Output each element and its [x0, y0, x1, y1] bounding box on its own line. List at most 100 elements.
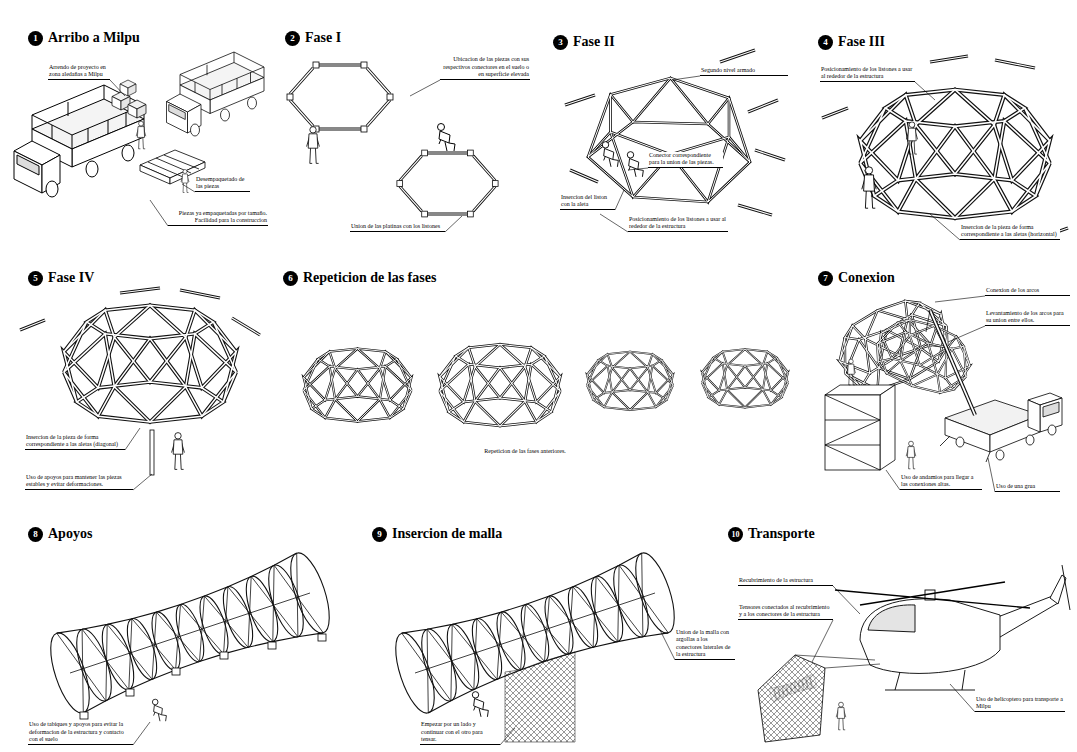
drawing-use — [136, 121, 146, 149]
drawing-rect — [126, 689, 134, 696]
callout-number: 7 — [818, 271, 833, 286]
drawing-use — [287, 62, 393, 132]
drawing-path — [445, 216, 462, 232]
drawing-polygon — [945, 418, 990, 452]
annotation-note: Uso de andamios para llegar a las conexi… — [900, 474, 982, 490]
step-heading: 8Apoyos — [28, 526, 92, 542]
drawing-path — [926, 310, 930, 332]
support-scene — [43, 549, 337, 722]
drawing-polygon — [140, 165, 170, 184]
drawing-use — [860, 90, 1050, 218]
drawing-g — [835, 565, 1070, 690]
drawing-use — [702, 349, 788, 407]
drawing-path — [940, 436, 990, 462]
drawing-rect — [150, 430, 154, 475]
drawing-use — [14, 85, 144, 197]
annotation-note: Insercion de la pieza de forma correspon… — [25, 434, 125, 450]
drawing-path — [133, 722, 150, 745]
drawing-path — [930, 214, 960, 240]
step-heading: 9 Insercion de malla — [372, 526, 502, 542]
drawing-use — [64, 305, 236, 422]
drawing-use — [304, 349, 412, 422]
drawing-ellipse — [1048, 425, 1056, 435]
drawing-path — [835, 582, 1030, 608]
callout-number: 5 — [28, 271, 43, 286]
drawing-g — [825, 385, 895, 470]
drawing-use — [128, 100, 146, 118]
phase-one-scene — [287, 62, 498, 217]
annotation-note: Segundo nivel armado — [700, 67, 788, 76]
drawing-path — [133, 474, 152, 490]
callout-number: 9 — [372, 527, 387, 542]
drawing-path — [1062, 565, 1070, 610]
annotation-note: Desempaquetado de las piezas — [195, 176, 250, 192]
drawing-polygon — [505, 652, 575, 742]
drawing-path — [885, 670, 975, 690]
step-heading: 3 Fase II — [553, 34, 615, 50]
annotation-note: Empezar por un lado y continuar con el o… — [420, 721, 500, 745]
drawing-use — [847, 359, 856, 385]
drawing-path — [935, 296, 985, 302]
helicopter-scene — [758, 565, 1070, 742]
annotation-note: Union de las platinas con los listones — [350, 223, 445, 232]
step-title: Fase I — [305, 30, 341, 46]
drawing-rect — [80, 712, 88, 719]
drawing-polygon — [758, 655, 825, 742]
step-title: Arribo a Milpu — [48, 30, 140, 46]
step-title: Fase III — [838, 34, 885, 50]
drawing-use — [43, 549, 337, 718]
step-heading: 6Repeticion de las fases — [283, 270, 436, 286]
drawing-path — [410, 80, 440, 96]
drawing-use — [388, 549, 682, 718]
drawing-path — [672, 76, 700, 80]
drawing-path — [825, 395, 880, 470]
step-title: Repeticion de las fases — [303, 270, 436, 286]
step-title: Fase II — [573, 34, 615, 50]
step-title: Transporte — [748, 526, 815, 542]
drawing-path — [148, 155, 199, 177]
drawing-ellipse — [996, 450, 1004, 460]
drawing-path — [600, 214, 628, 232]
drawing-path — [660, 630, 675, 660]
drawing-use — [588, 78, 750, 202]
drawing-ellipse — [1026, 435, 1034, 445]
drawing-use — [906, 441, 916, 469]
drawing-use — [862, 167, 876, 208]
annotation-note: Piezas ya empaquetadas por tamaño. Facil… — [168, 210, 268, 226]
annotation-note: Posicionamiento de los listones a usar a… — [628, 216, 728, 232]
drawing-ellipse — [956, 437, 964, 447]
drawing-polygon — [880, 385, 895, 470]
step-title: Insercion de malla — [392, 526, 502, 542]
drawing-use — [438, 124, 456, 152]
drawing-path — [125, 428, 140, 450]
annotation-note: Arrendo de proyecto en zona aledañas a M… — [48, 64, 110, 80]
annotation-note: Conector correspondiente para la union d… — [648, 152, 723, 168]
drawing-path — [1050, 575, 1066, 604]
callout-number: 3 — [553, 35, 568, 50]
drawing-rect — [318, 634, 326, 641]
drawing-path — [868, 605, 915, 632]
drawing-path — [150, 200, 168, 226]
annotation-note: Uso de apoyos para mantener las piezas e… — [25, 474, 133, 490]
annotation-note: Tensores conectados al recubrimiento y a… — [738, 604, 833, 620]
drawing-path — [500, 728, 515, 745]
annotation-note: Uso de tabiques y apoyos para evitar la … — [28, 721, 133, 745]
step-heading: 10Transporte — [728, 526, 815, 542]
drawing-path — [628, 168, 648, 170]
drawing-rect — [172, 668, 180, 675]
annotation-note: Insercion del liston con la aleta — [560, 194, 615, 210]
annotation-note: Conexion de los arcos — [985, 287, 1070, 296]
drawing-path — [860, 599, 1000, 674]
drawing-path — [886, 470, 900, 490]
drawing-use — [20, 288, 260, 335]
drawing-use — [152, 699, 166, 721]
step-heading: 2Fase I — [285, 30, 341, 46]
mesh-scene — [388, 549, 682, 742]
annotation-note: Posicionamiento de los listones a usar a… — [820, 66, 915, 82]
drawing-use — [181, 170, 189, 193]
phase-four-scene — [20, 288, 260, 475]
drawing-use — [822, 56, 1068, 238]
drawing-g — [940, 393, 1062, 462]
